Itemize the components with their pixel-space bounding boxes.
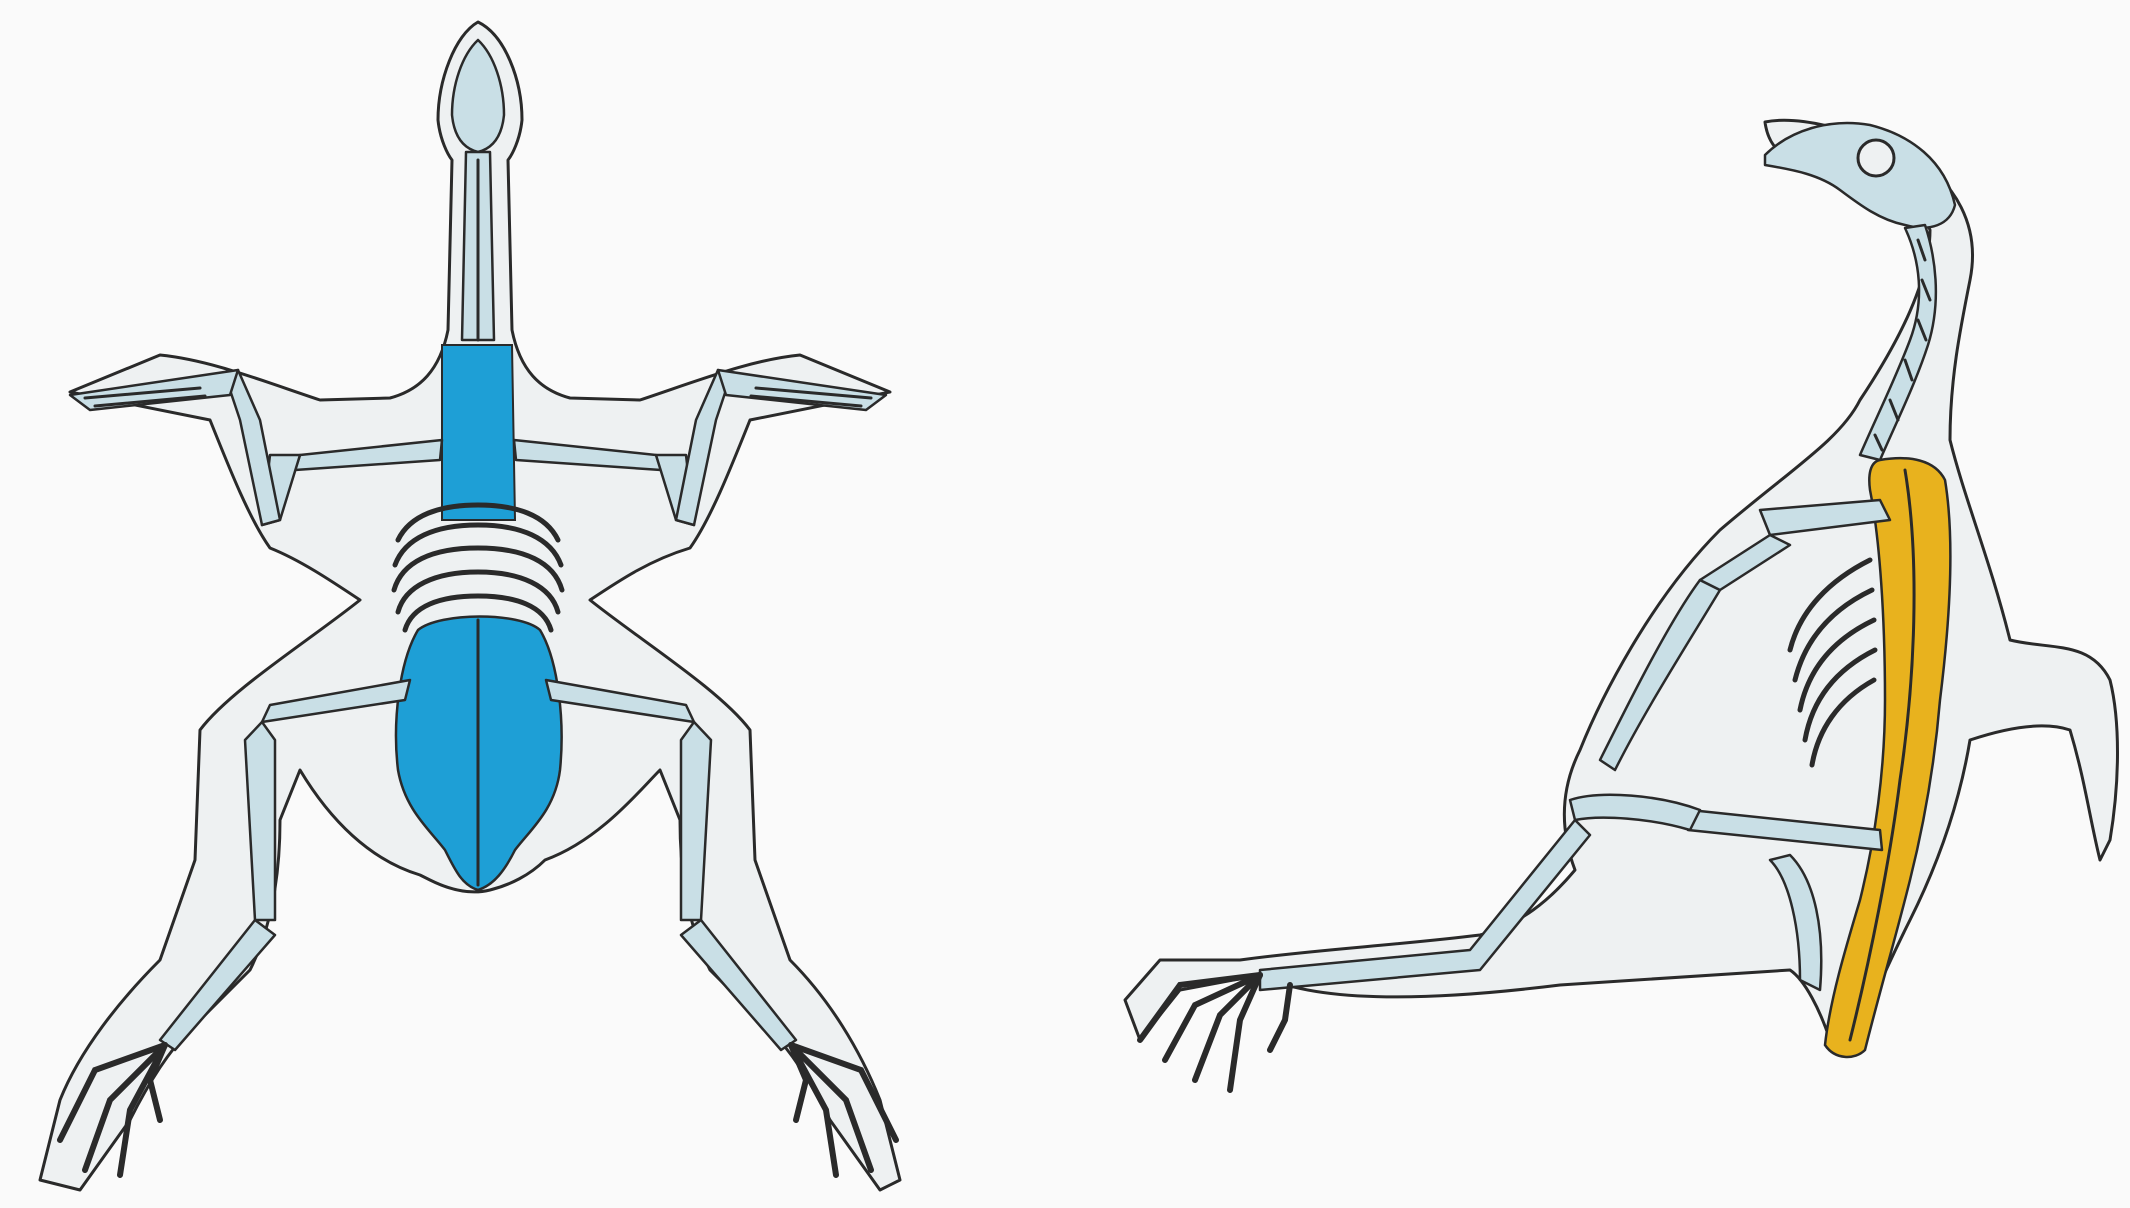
lateral-eye-socket — [1858, 140, 1894, 176]
ventral-highlight-spine — [442, 345, 515, 520]
lateral-skull — [1765, 123, 1955, 228]
lateral-view-skeleton — [1125, 120, 2118, 1090]
ventral-view-skeleton — [40, 22, 900, 1190]
lateral-body-outline — [1125, 120, 2118, 1050]
